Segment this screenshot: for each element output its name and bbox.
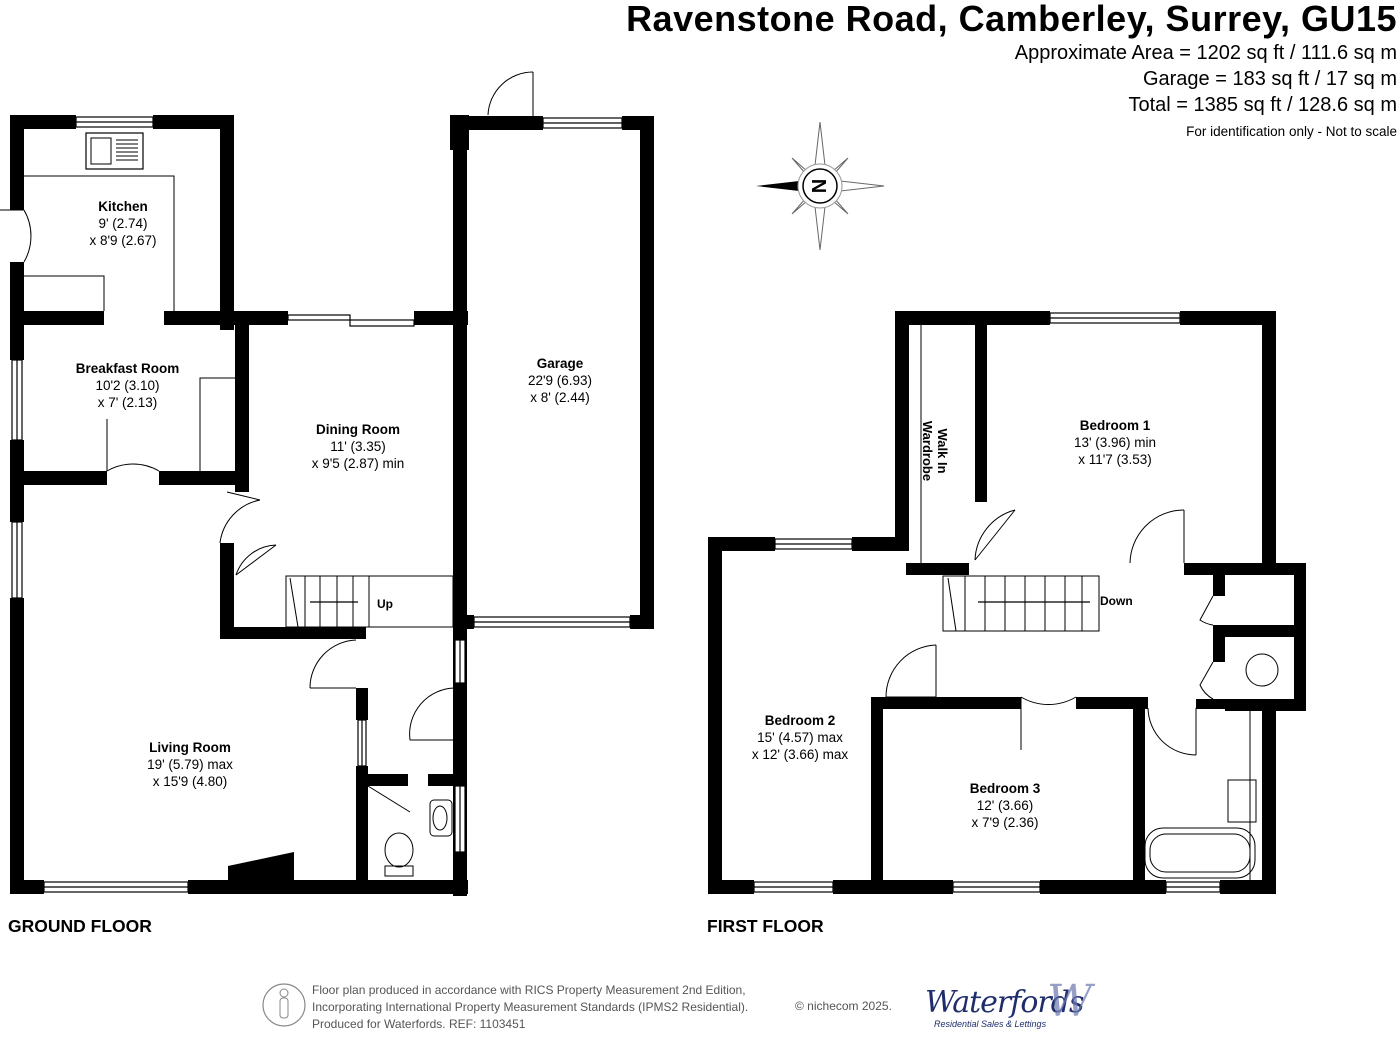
dining-room-label: Dining Room 11' (3.35) x 9'5 (2.87) min [311, 422, 405, 471]
stairs-up-label: Up [377, 597, 393, 611]
breakfast-room-label: Breakfast Room 10'2 (3.10) x 7' (2.13) [75, 361, 180, 410]
compass-letter: N [809, 179, 831, 193]
stairs-down-label: Down [1100, 594, 1133, 608]
footer-text: Floor plan produced in accordance with R… [312, 983, 749, 1031]
walls [10, 115, 1306, 896]
compass: N [756, 121, 885, 251]
kitchen-label: Kitchen 9' (2.74) x 8'9 (2.67) [89, 199, 157, 248]
bedroom-3-label: Bedroom 3 12' (3.66) x 7'9 (2.36) [969, 781, 1041, 830]
bedroom-1-label: Bedroom 1 13' (3.96) min x 11'7 (3.53) [1073, 418, 1157, 467]
garage-label: Garage 22'9 (6.93) x 8' (2.44) [527, 356, 593, 405]
first-floor-label: FIRST FLOOR [707, 916, 824, 936]
brand-logo: Waterfords [925, 985, 1084, 1020]
fixtures [24, 132, 1279, 880]
ground-floor-label: GROUND FLOOR [8, 916, 152, 936]
page-title: Ravenstone Road, Camberley, Surrey, GU15 [626, 0, 1397, 39]
approx-area: Approximate Area = 1202 sq ft / 111.6 sq… [1014, 42, 1397, 64]
disclaimer: For identification only - Not to scale [1186, 124, 1397, 139]
bedroom-2-label: Bedroom 2 15' (4.57) max x 12' (3.66) ma… [751, 713, 849, 762]
windows [11, 116, 1221, 893]
garage-area: Garage = 183 sq ft / 17 sq m [1142, 68, 1397, 90]
walk-in-wardrobe-label: Walk In Wardrobe [920, 420, 950, 482]
copyright: © nichecom 2025. [795, 999, 892, 1013]
brand-w-mark: W [1047, 976, 1093, 1027]
living-room-label: Living Room 19' (5.79) max x 15'9 (4.80) [147, 740, 233, 789]
footer: Floor plan produced in accordance with R… [262, 976, 1112, 1032]
header: Ravenstone Road, Camberley, Surrey, GU15… [626, 0, 1397, 142]
brand-tagline: Residential Sales & Lettings [934, 1019, 1047, 1029]
door-swings [0, 71, 1214, 756]
total-area: Total = 1385 sq ft / 128.6 sq m [1128, 94, 1398, 116]
footer-logo [262, 983, 306, 1027]
